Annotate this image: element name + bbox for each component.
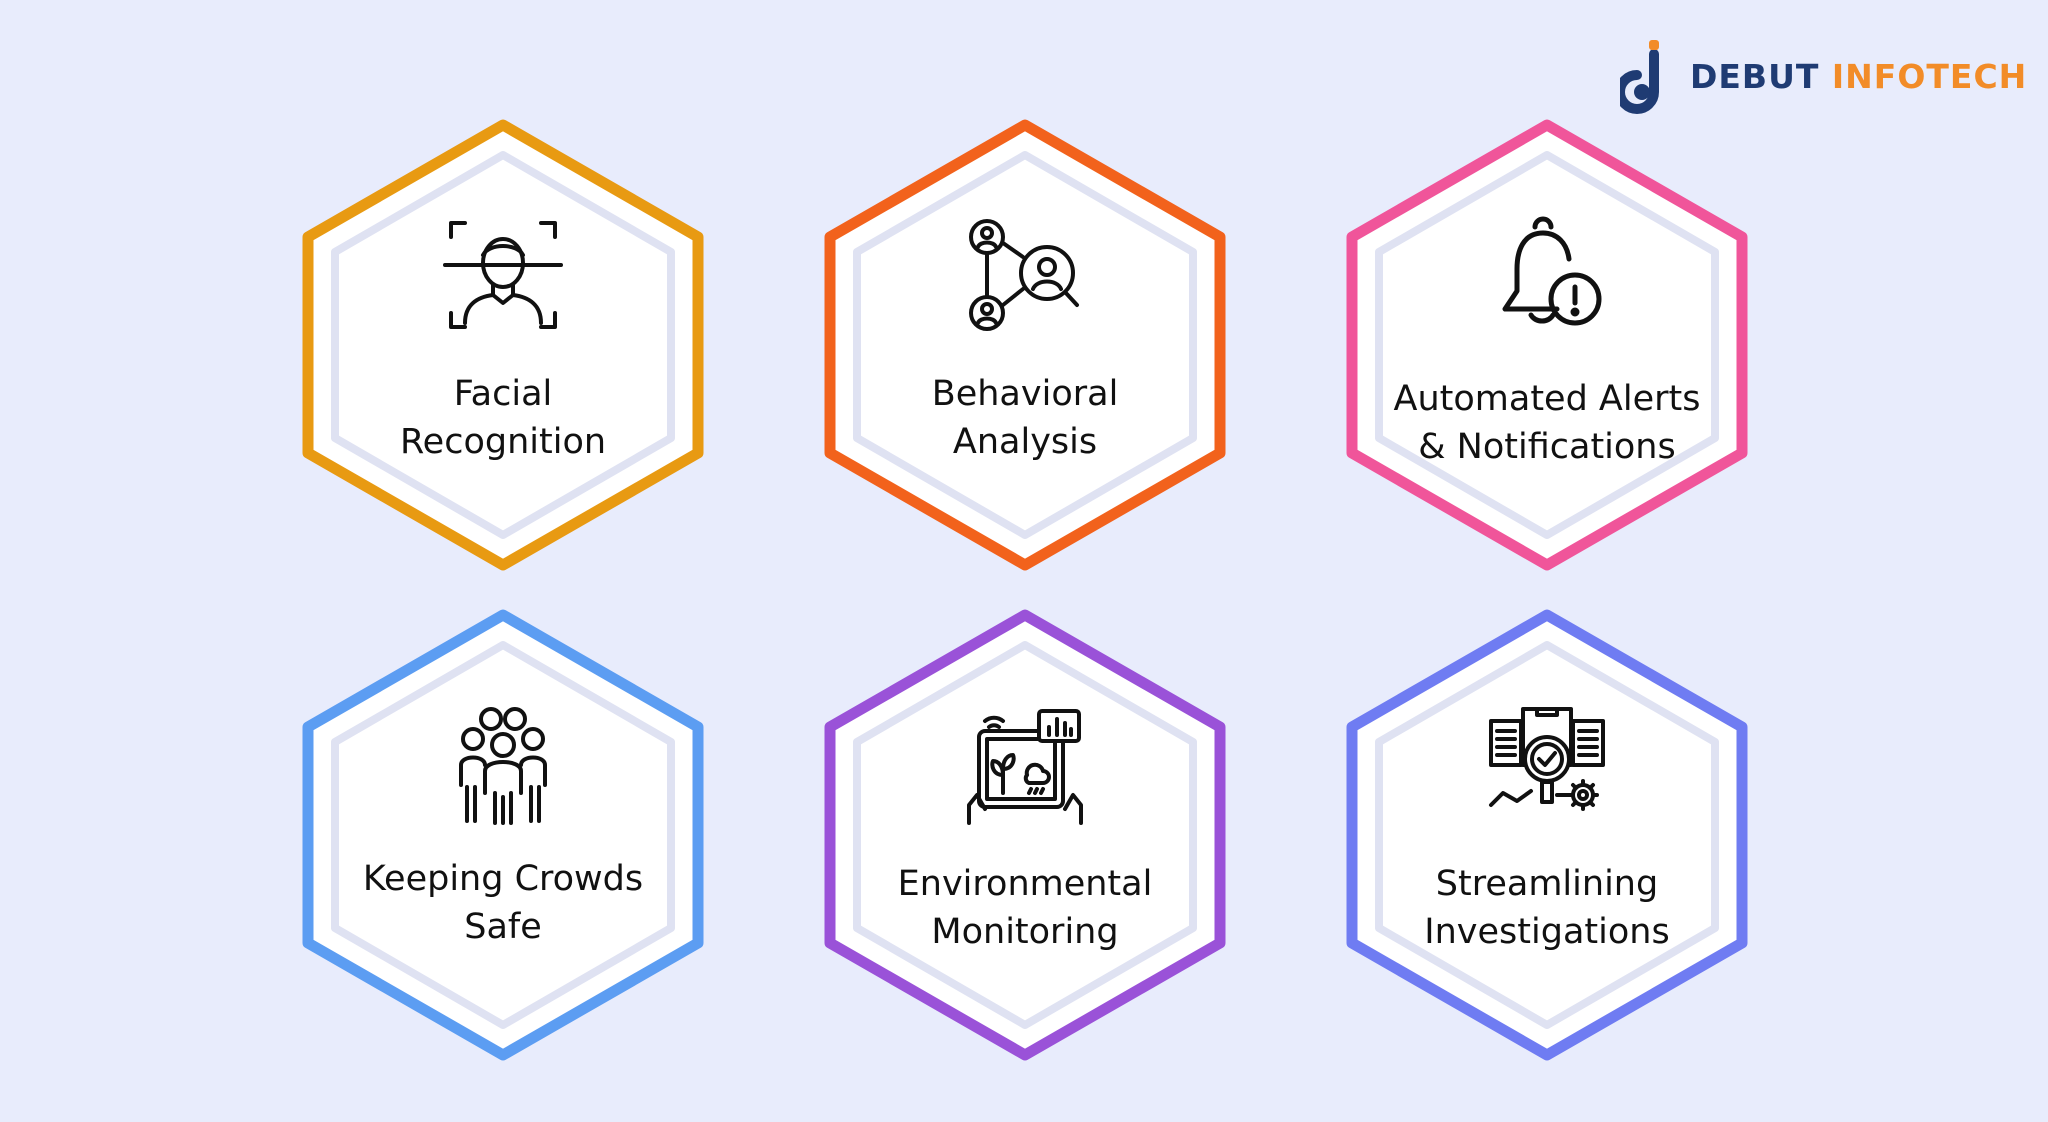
hexagon-frame (1346, 119, 1748, 571)
investigation-icon (1489, 707, 1605, 811)
feature-label: Automated Alerts & Notifications (1393, 379, 1701, 467)
feature-environmental-monitoring: Environmental Monitoring (820, 605, 1230, 1065)
feature-label: Facial Recognition (399, 374, 607, 462)
feature-facial-recognition: Facial Recognition (298, 115, 708, 575)
bell-alert-icon (1502, 216, 1602, 326)
behavior-network-icon (969, 219, 1079, 331)
face-scan-icon (443, 221, 563, 329)
brand-name: DEBUT INFOTECH (1690, 57, 2027, 96)
environment-tablet-icon (967, 709, 1083, 825)
feature-automated-alerts: Automated Alerts & Notifications (1342, 115, 1752, 575)
feature-keeping-crowds-safe: Keeping Crowds Safe (298, 605, 708, 1065)
hexagon-frame (1346, 609, 1748, 1061)
crowd-icon (459, 707, 547, 825)
brand-word-debut: DEBUT (1690, 56, 1820, 96)
debut-logo-icon (1620, 40, 1659, 114)
hexagon-frame (302, 119, 704, 571)
feature-streamlining-investigations: Streamlining Investigations (1342, 605, 1752, 1065)
hexagon-frame (302, 609, 704, 1061)
hexagon-frame (824, 119, 1226, 571)
feature-label: Environmental Monitoring (897, 864, 1153, 952)
feature-label: Streamlining Investigations (1424, 864, 1670, 952)
brand-logo: DEBUT INFOTECH (1620, 38, 2027, 114)
hexagon-frame (824, 609, 1226, 1061)
brand-word-infotech: INFOTECH (1831, 56, 2028, 96)
feature-behavioral-analysis: Behavioral Analysis (820, 115, 1230, 575)
feature-label: Behavioral Analysis (931, 374, 1119, 462)
feature-label: Keeping Crowds Safe (362, 859, 644, 947)
